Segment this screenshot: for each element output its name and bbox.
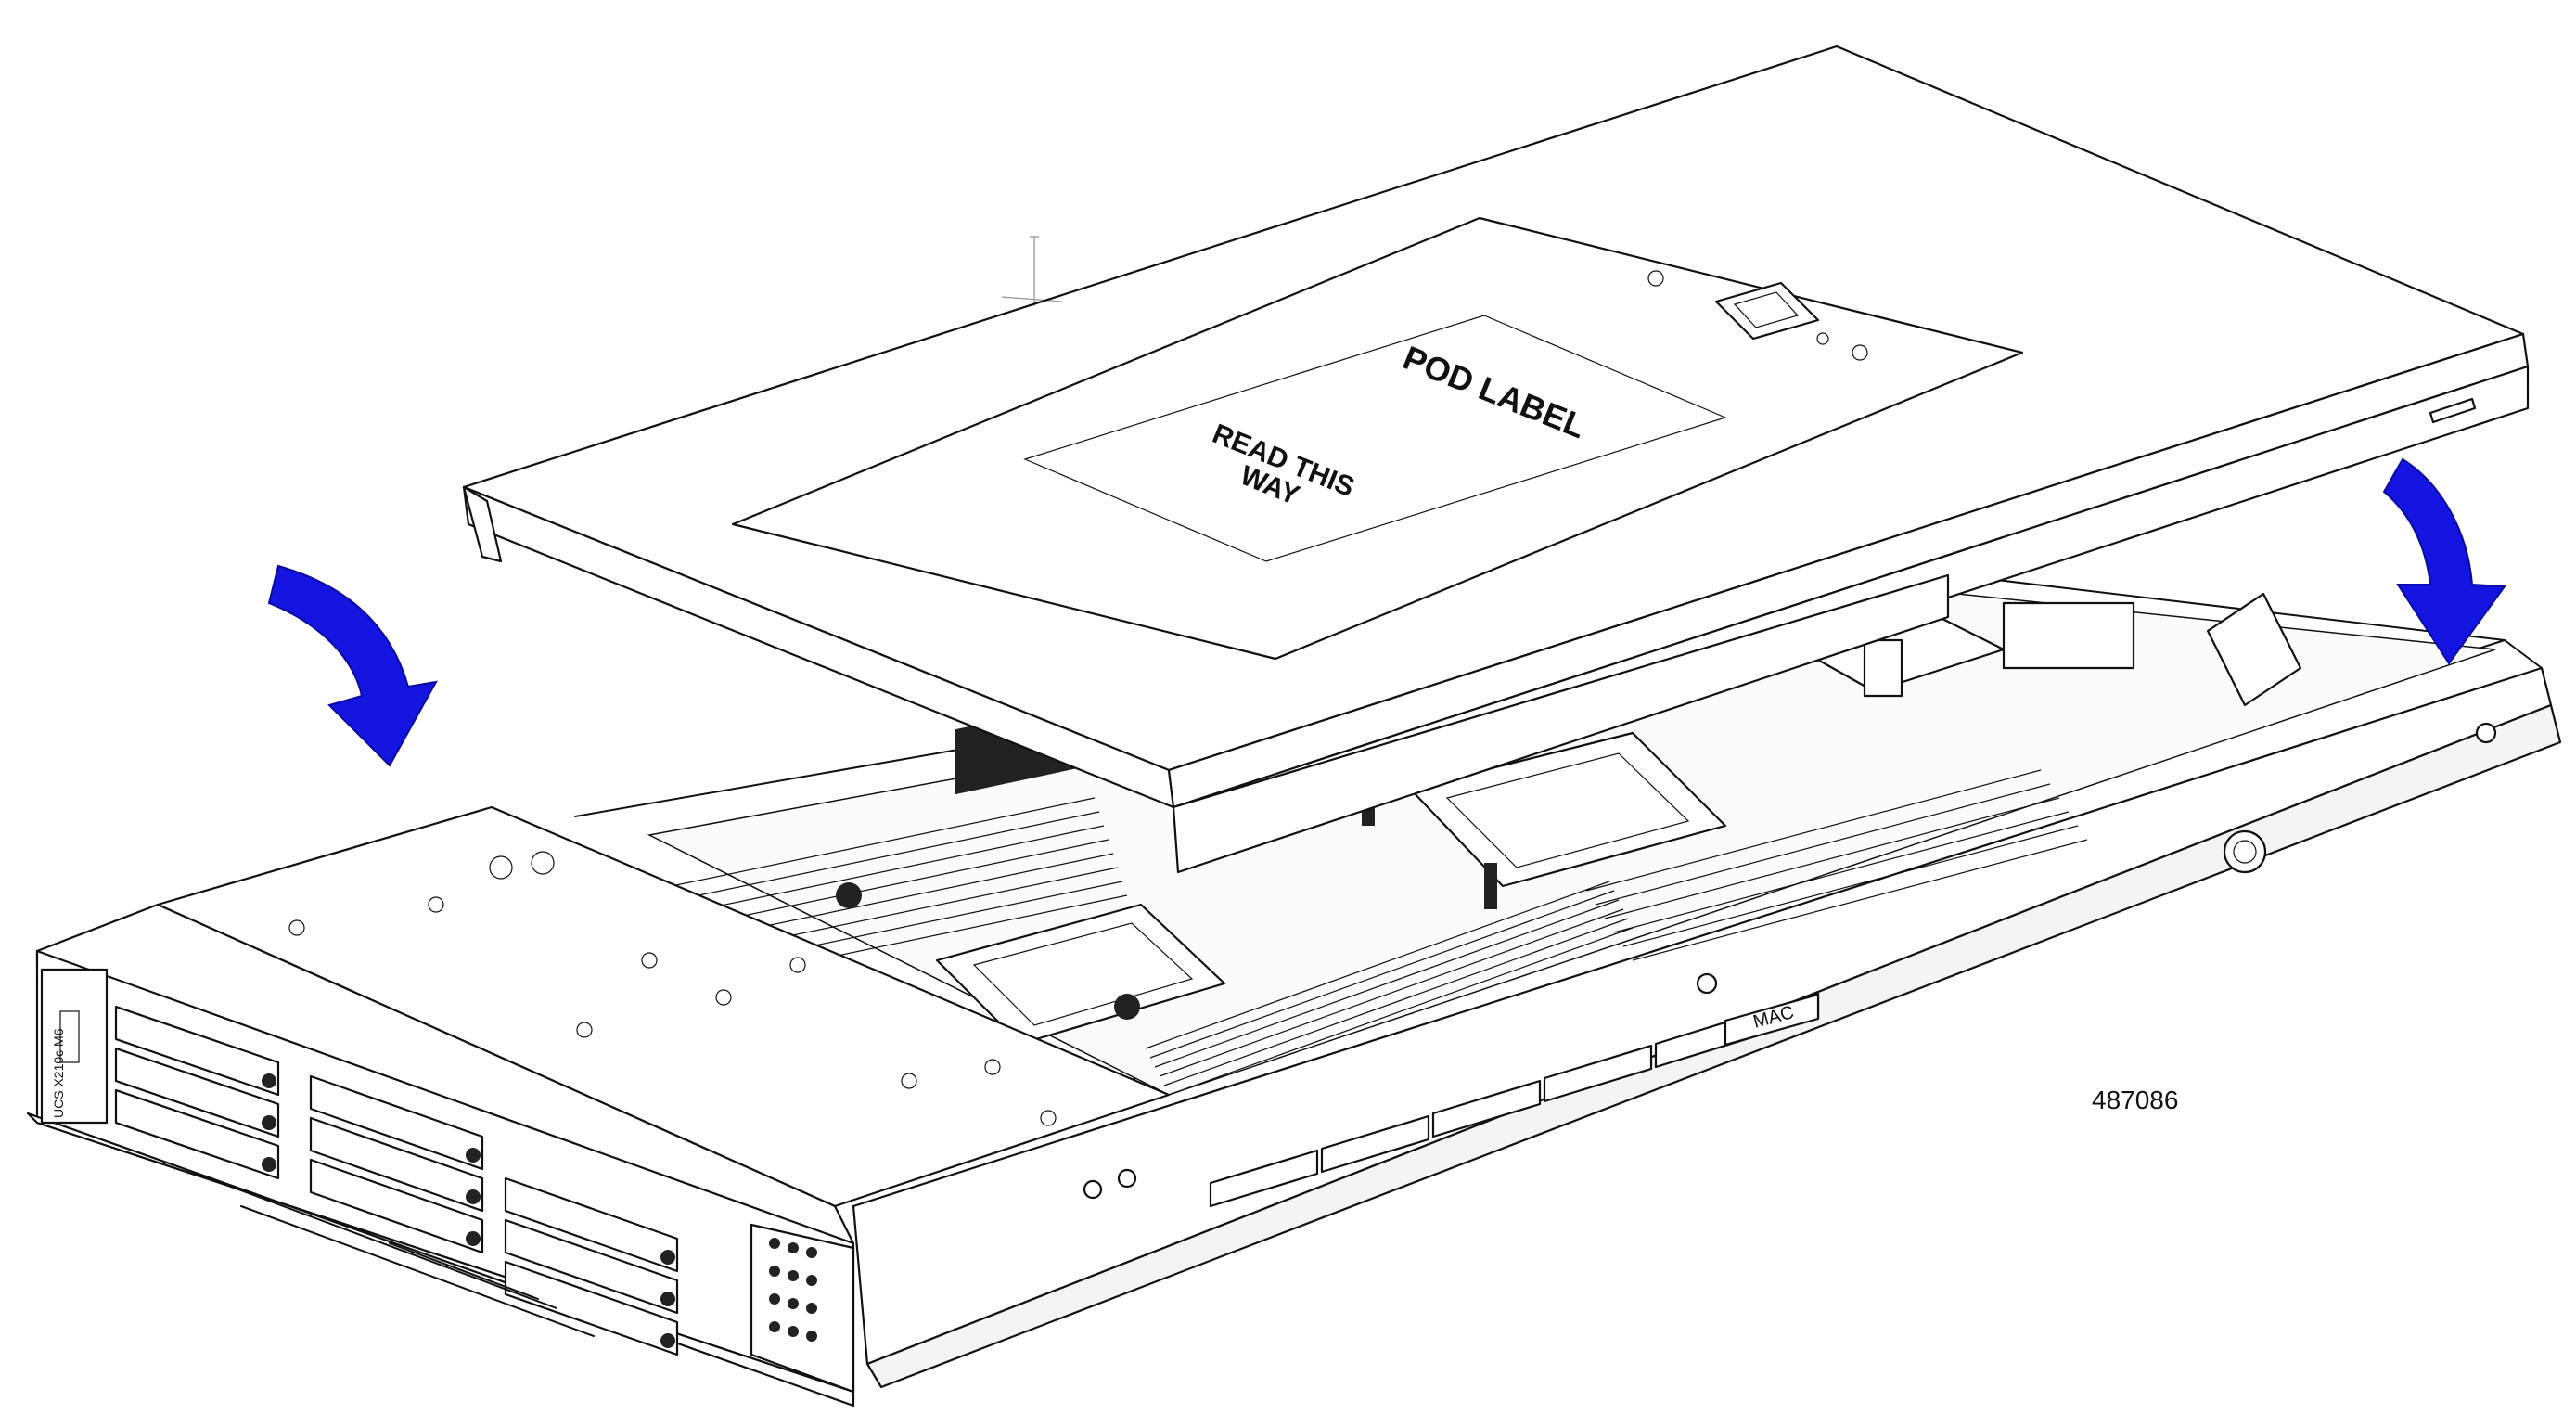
pod-label-plate: POD LABEL READ THIS WAY <box>731 216 2024 661</box>
drive-bay-7 <box>504 1176 679 1273</box>
side-wall-labels: MAC <box>1083 722 2497 1208</box>
drive-bay-8 <box>504 1218 679 1315</box>
arrow-down-left-icon <box>267 564 438 767</box>
drive-bay-6 <box>309 1158 484 1254</box>
dimm-bank-front <box>1145 881 1634 1096</box>
drive-bay-3 <box>114 1088 280 1180</box>
drive-bay-1 <box>114 1005 280 1097</box>
front-vent-grid <box>769 1238 817 1342</box>
drive-bay-9 <box>504 1260 679 1356</box>
cover-latch-button <box>1647 270 1868 361</box>
drive-bay-4 <box>309 1074 484 1171</box>
arrow-down-right-icon <box>2382 457 2506 665</box>
top-cover: POD LABEL READ THIS WAY <box>462 45 2530 874</box>
mac-label-box: MAC <box>1724 993 1820 1047</box>
figure-id-label: 487086 <box>2092 1086 2178 1114</box>
drive-bay-2 <box>114 1047 280 1138</box>
front-panel: UCS X210c M6 <box>26 949 855 1408</box>
chassis-base: MAC <box>26 574 2562 1408</box>
front-panel-model-label: UCS X210c M6 <box>51 1028 66 1118</box>
cpu-socket-1 <box>836 882 1226 1046</box>
drive-bay-5 <box>309 1116 484 1213</box>
rear-components <box>1798 592 2302 707</box>
dimm-bank-right <box>1585 769 2088 961</box>
